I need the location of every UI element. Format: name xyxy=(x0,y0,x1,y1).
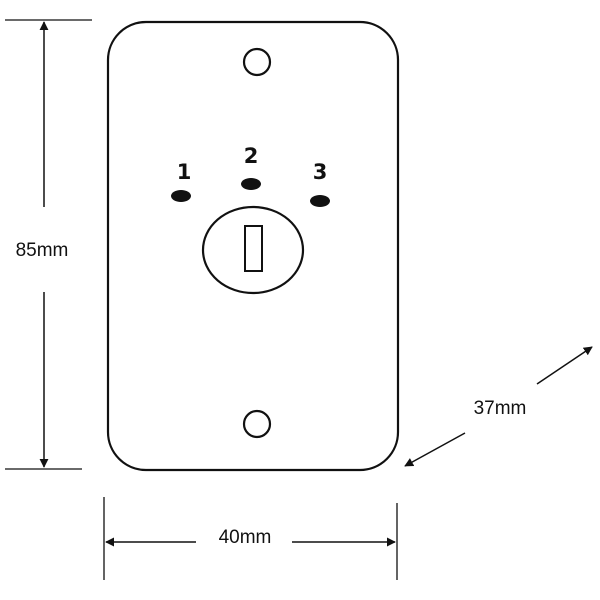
key-slot xyxy=(244,225,263,272)
height-label: 85mm xyxy=(16,240,69,261)
width-label: 40mm xyxy=(219,527,272,548)
position-label-3: 3 xyxy=(313,160,328,184)
depth-dimension: 37mm xyxy=(404,346,593,467)
position-dot-3 xyxy=(310,195,330,207)
depth-arrow-upper xyxy=(536,346,593,385)
position-label-2: 2 xyxy=(244,144,259,168)
position-dot-2 xyxy=(241,178,261,190)
height-dimension: 85mm xyxy=(5,19,92,470)
position-dot-1 xyxy=(171,190,191,202)
position-label-1: 1 xyxy=(177,160,192,184)
switch-plate: 1 2 3 xyxy=(106,20,400,472)
bottom-mounting-hole xyxy=(242,409,272,439)
width-dimension: 40mm xyxy=(103,497,398,580)
top-mounting-hole xyxy=(242,47,272,77)
depth-arrow-lower xyxy=(404,432,466,467)
depth-label: 37mm xyxy=(474,398,527,419)
